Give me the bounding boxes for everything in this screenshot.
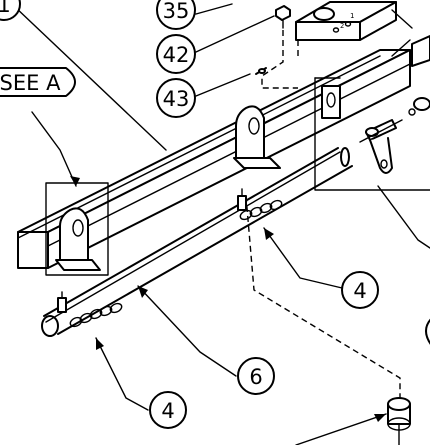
callout-4-upper: 4 [341,271,379,309]
fastener-leader [261,30,298,89]
leader-4b [95,337,149,411]
tube-bracket [233,105,281,169]
leader-1 [13,5,167,151]
hitch-plate: 1 2 [295,1,397,41]
leader-top-right [391,9,413,29]
callout-43: 43 [156,78,196,118]
leader-42 [195,15,275,53]
leader-see-a [31,111,77,187]
callout-42: 42 [156,34,196,74]
leader-bushing [295,413,387,445]
square-tube [17,49,411,269]
svg-text:4: 4 [161,399,174,423]
callout-4-lower: 4 [149,391,187,429]
chain-lower [57,291,123,328]
callout-1: 1 [0,0,21,21]
callout-partial-right [425,318,430,345]
svg-text:1: 1 [0,0,11,17]
svg-text:SEE A: SEE A [0,71,61,95]
bushing-leader [245,195,401,398]
detail-bracket [45,182,109,276]
chain-upper [237,188,283,221]
callout-35: 35 [156,0,196,30]
bolt-42 [275,5,291,29]
pin-43 [255,67,267,75]
svg-text:43: 43 [163,87,190,111]
leader-6 [137,285,237,377]
see-a-tag: SEE A [0,67,76,97]
leader-43 [195,73,251,97]
right-detail [314,35,430,191]
leader-4a [263,227,343,289]
svg-text:1: 1 [350,12,354,20]
svg-text:4: 4 [353,279,366,303]
svg-text:35: 35 [163,0,190,23]
bushing [387,397,411,445]
svg-text:42: 42 [163,43,190,67]
svg-text:2: 2 [340,22,344,30]
leader-35 [195,3,233,15]
svg-text:6: 6 [249,365,262,389]
leader-right [377,185,430,249]
callout-6: 6 [237,357,275,395]
